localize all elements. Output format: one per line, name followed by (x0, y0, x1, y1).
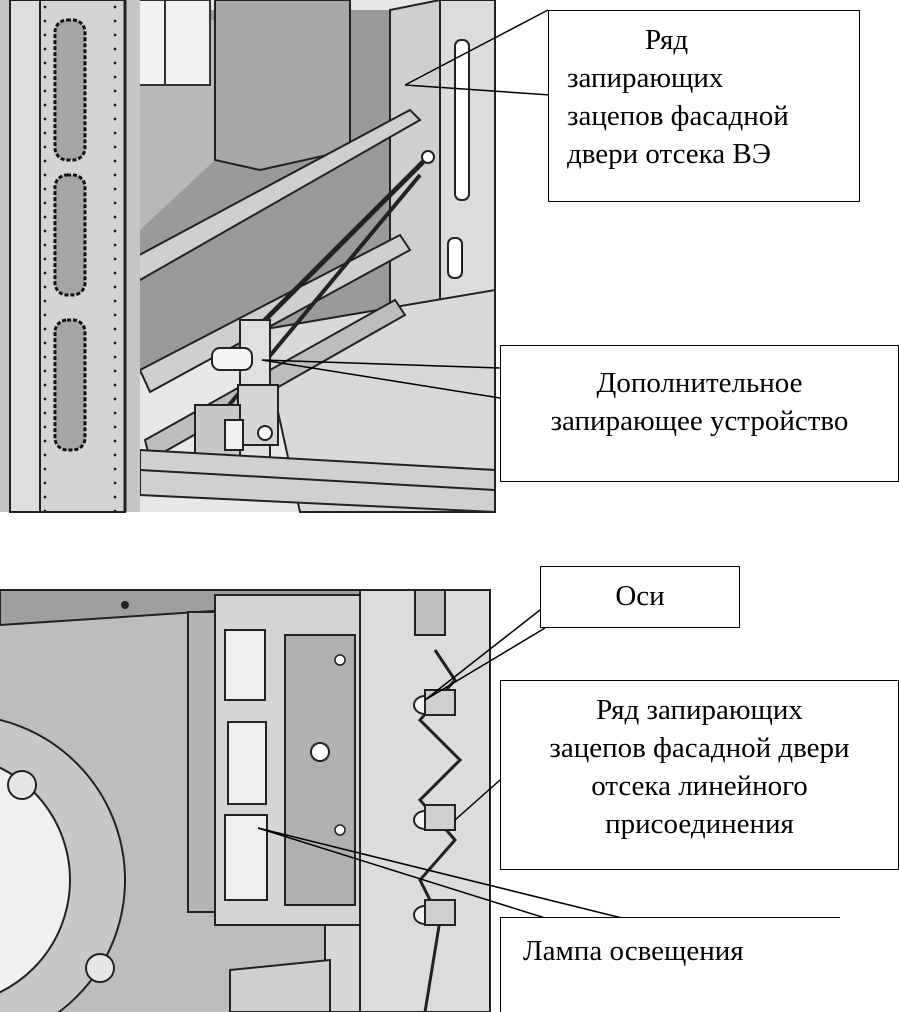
top-photo (0, 0, 551, 514)
callout-door-hooks-ve: Ряд запирающих зацепов фасадной двери от… (548, 10, 860, 202)
callout-axes: Оси (540, 566, 740, 628)
callout-line: присоединения (605, 808, 794, 840)
callout-line: Лампа освещения (523, 935, 744, 967)
callout-line: отсека линейного (591, 770, 808, 802)
callout-line: Оси (615, 580, 665, 612)
callout-line: Дополнительное (596, 367, 803, 399)
axes-hooks (413, 689, 456, 926)
callout-additional-locking-device: Дополнительное запирающее устройство (500, 345, 899, 482)
callout-line: Ряд запирающих (596, 694, 803, 726)
callout-line: зацепов фасадной двери (549, 732, 850, 764)
callout-line: зацепов фасадной (567, 100, 789, 132)
bottom-photo (0, 589, 631, 1012)
callout-line: запирающее устройство (550, 405, 849, 437)
callout-line: Ряд (645, 24, 689, 56)
callout-line: запирающих (567, 62, 724, 94)
callout-lamp: Лампа освещения (500, 917, 840, 1012)
locking-device (194, 319, 279, 461)
callout-line: двери отсека ВЭ (567, 138, 771, 170)
callout-door-hooks-line: Ряд запирающих зацепов фасадной двери от… (500, 680, 899, 870)
round-flange (0, 718, 126, 1012)
lamp-housing (187, 594, 361, 926)
